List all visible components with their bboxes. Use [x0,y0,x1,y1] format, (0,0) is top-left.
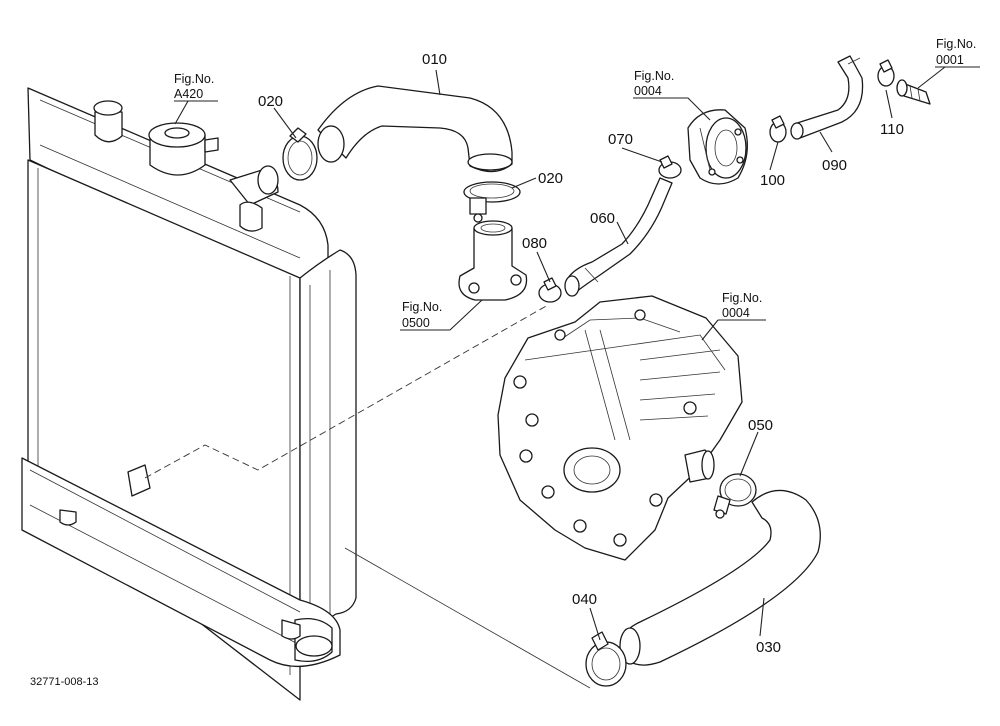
lower-clamp-bottom [585,631,627,687]
bypass-clamp-top [658,155,682,179]
radiator [21,87,357,701]
label-070: 070 [608,131,633,148]
heater-hose [790,55,864,140]
label-080: 080 [522,235,547,252]
label-110: 110 [880,121,904,138]
water-pump [687,109,748,185]
heater-clamp-right [877,59,895,87]
temp-sensor [896,79,931,105]
label-020-left: 020 [258,93,283,110]
fig-label-gear-case: Fig.No. [722,291,762,305]
bottom-leader-line [344,547,591,689]
fig-ref-thermostat: 0500 [402,316,430,330]
gear-case [497,295,743,561]
heater-clamp-left [769,115,787,143]
label-020-right: 020 [538,170,563,187]
label-090: 090 [822,157,847,174]
upper-clamp-right [463,181,521,223]
label-010: 010 [422,51,447,68]
label-040: 040 [572,591,597,608]
label-050: 050 [748,417,773,434]
upper-clamp-left [282,127,318,181]
upper-hose [317,85,513,173]
thermostat-housing [458,220,528,301]
label-030: 030 [756,639,781,656]
lower-clamp-top [713,473,757,519]
fig-ref-gear-case: 0004 [722,306,750,320]
bypass-hose [564,177,673,297]
radiator-link-line [144,304,549,479]
fig-ref-sensor: 0001 [936,53,964,67]
fig-ref-water-pump: 0004 [634,84,662,98]
fig-ref-radiator: A420 [174,87,203,101]
label-100: 100 [760,172,785,189]
fig-label-sensor: Fig.No. [936,37,976,51]
fig-label-radiator: Fig.No. [174,72,214,86]
fig-label-water-pump: Fig.No. [634,69,674,83]
leader-lines [174,66,980,641]
fig-label-thermostat: Fig.No. [402,300,442,314]
drawing-code: 32771-008-13 [30,676,99,688]
label-060: 060 [590,210,615,227]
